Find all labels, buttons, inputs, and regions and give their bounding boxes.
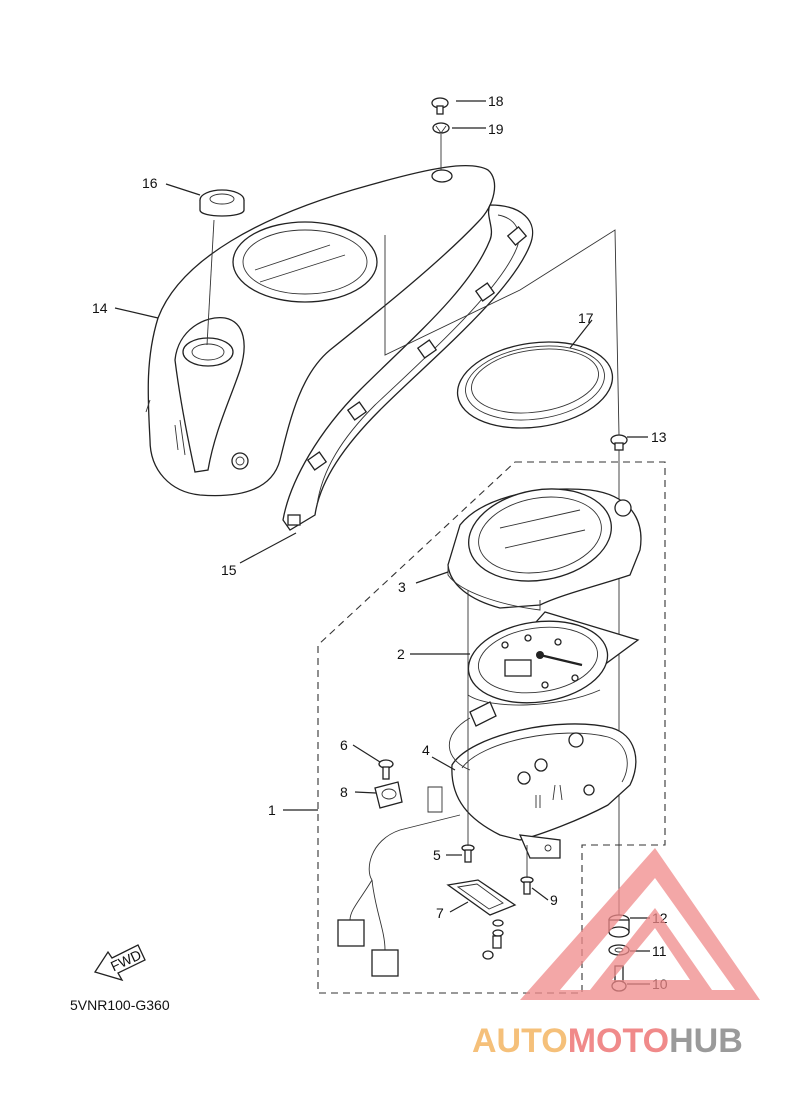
lower-case-part-4 [451, 723, 637, 859]
callout-1: 1 [268, 802, 276, 818]
clamp-part-8 [374, 781, 403, 809]
callout-14: 14 [92, 300, 108, 316]
callout-13: 13 [651, 429, 667, 445]
nut-part-13 [610, 434, 628, 451]
callout-17: 17 [578, 310, 594, 326]
meter-assembly-part-2 [467, 611, 640, 727]
screw-part-5 [461, 844, 475, 863]
screw-part-18 [431, 97, 449, 115]
washer-part-19 [432, 122, 450, 134]
callout-7: 7 [436, 905, 444, 921]
bulb-part [482, 919, 504, 960]
inner-cover-part-15 [282, 204, 534, 531]
callout-3: 3 [398, 579, 406, 595]
watermark-text: AUTOMOTOHUB [472, 1022, 743, 1060]
watermark-part2: MOTO [568, 1022, 669, 1060]
watermark-part3: HUB [669, 1022, 743, 1060]
wire-harness [337, 717, 471, 977]
watermark-part1: AUTO [472, 1022, 568, 1060]
callout-16: 16 [142, 175, 158, 191]
callout-4: 4 [422, 742, 430, 758]
fwd-label: FWD [108, 946, 144, 974]
watermark-logo [520, 848, 760, 1000]
meter-case-part-3 [447, 488, 642, 611]
callout-18: 18 [488, 93, 504, 109]
grommet-part-16 [199, 189, 245, 346]
callout-11: 11 [652, 943, 667, 959]
callout-6: 6 [340, 737, 348, 753]
screw-part-6 [378, 759, 394, 780]
callout-5: 5 [433, 847, 441, 863]
gasket-part-7 [446, 879, 517, 916]
callout-15: 15 [221, 562, 237, 578]
forward-arrow-icon: FWD [93, 944, 146, 982]
front-cover-part-14 [145, 165, 496, 497]
callout-2: 2 [397, 646, 405, 662]
assembly-boundary [317, 461, 666, 994]
callout-8: 8 [340, 784, 348, 800]
screw-part-9 [520, 876, 534, 895]
diagram-code: 5VNR100-G360 [70, 997, 170, 1013]
callout-19: 19 [488, 121, 504, 137]
watermark-triangle-icon [520, 848, 760, 1000]
callout-9: 9 [550, 892, 558, 908]
seal-ring-part-17 [456, 341, 614, 429]
